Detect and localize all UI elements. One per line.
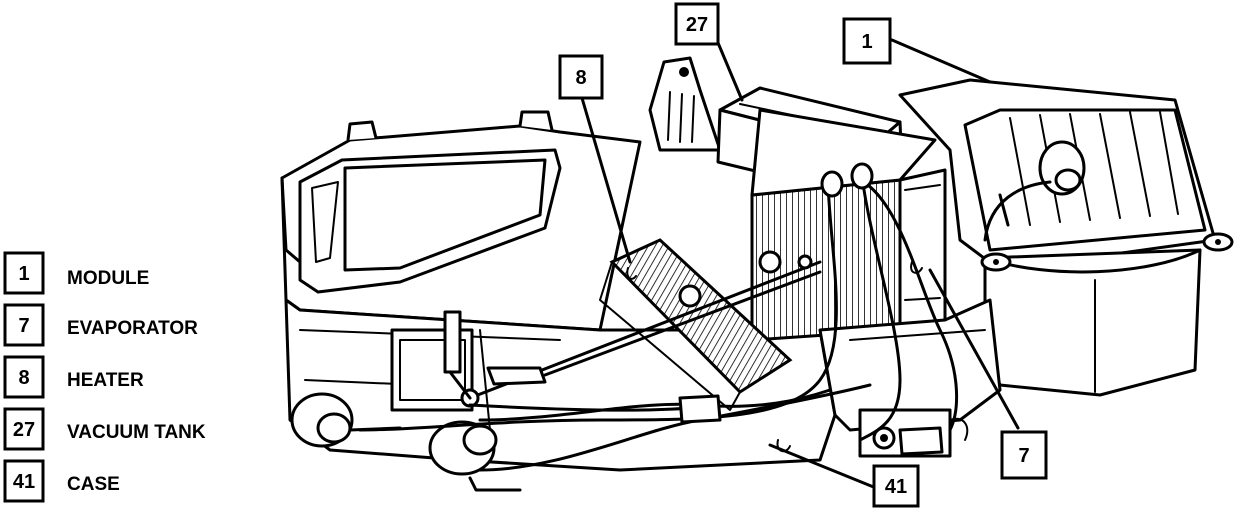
vacuum-hoses	[358, 162, 958, 472]
legend-number: 8	[18, 367, 29, 389]
case-right-lower	[818, 298, 1002, 458]
legend-number-box	[3, 303, 45, 347]
leader-8	[580, 96, 632, 264]
legend-number-box	[3, 355, 45, 399]
blower-module	[898, 78, 1234, 397]
callout-41: 41	[872, 464, 920, 508]
legend-number-box	[3, 251, 45, 295]
callout-7: 7	[1000, 430, 1048, 480]
hook-mark	[626, 267, 637, 280]
legend-item-evaporator: 7 EVAPORATOR	[3, 303, 198, 347]
legend-number: 41	[13, 471, 35, 493]
leader-7	[928, 268, 1020, 430]
legend-label: HEATER	[67, 370, 144, 391]
legend-label: VACUUM TANK	[67, 422, 206, 443]
callout-8: 8	[558, 54, 604, 100]
mounting-bracket	[648, 56, 722, 152]
legend: 1 MODULE 7 EVAPORATOR 8 HEATER 27 VACUUM…	[3, 251, 206, 503]
legend-number-box	[3, 459, 45, 503]
callout-number: 8	[575, 67, 586, 89]
legend-number: 7	[18, 315, 29, 337]
callout-number: 27	[686, 14, 708, 36]
leader-41	[768, 443, 878, 490]
legend-number: 27	[13, 419, 35, 441]
legend-number-box	[3, 407, 45, 451]
evaporator-core	[750, 108, 947, 342]
callout-number: 41	[885, 476, 907, 498]
leader-1	[890, 38, 992, 84]
callout-1: 1	[842, 17, 892, 65]
callout-number: 1	[861, 31, 872, 53]
legend-label: CASE	[67, 474, 120, 495]
legend-number: 1	[18, 263, 29, 285]
leader-lines	[580, 36, 1020, 490]
legend-item-heater: 8 HEATER	[3, 355, 144, 399]
leader-27	[714, 36, 744, 102]
hook-mark	[910, 261, 923, 274]
legend-label: MODULE	[67, 268, 149, 289]
legend-item-module: 1 MODULE	[3, 251, 149, 295]
legend-label: EVAPORATOR	[67, 318, 198, 339]
callout-27: 27	[674, 2, 720, 46]
legend-item-case: 41 CASE	[3, 459, 120, 503]
legend-item-vacuum-tank: 27 VACUUM TANK	[3, 407, 206, 451]
callout-number: 7	[1018, 445, 1029, 467]
hvac-assembly-illustration	[280, 56, 1234, 492]
